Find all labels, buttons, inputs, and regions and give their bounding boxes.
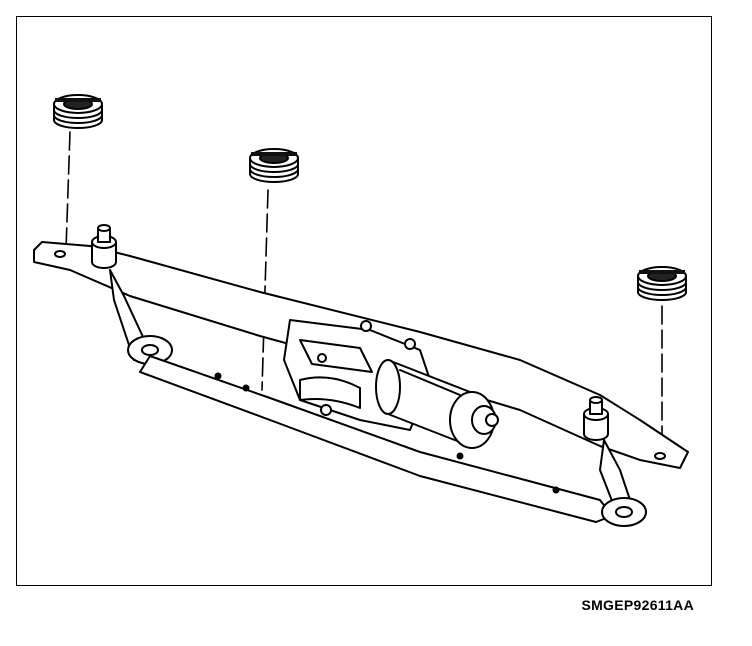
wiper-pivot-right	[583, 396, 631, 507]
grommet-left	[53, 94, 103, 129]
alignment-lines	[65, 131, 663, 453]
diagram-frame	[16, 16, 712, 586]
grommet-middle	[249, 148, 299, 183]
crank-arm-left	[127, 335, 173, 365]
grommet-right	[637, 266, 687, 301]
crank-arm-right	[601, 497, 647, 527]
wiper-motor	[375, 359, 499, 449]
figure-id-caption: SMGEP92611AA	[581, 597, 694, 613]
